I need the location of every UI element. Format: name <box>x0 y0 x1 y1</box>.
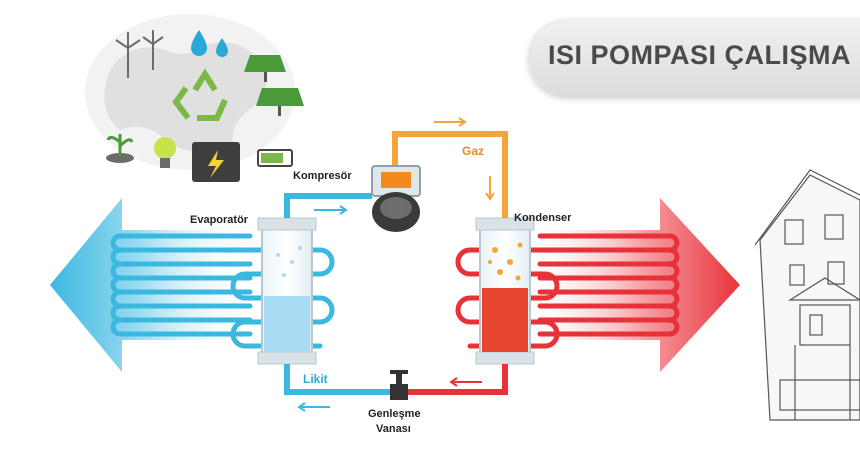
condenser-label: Kondenser <box>514 212 572 224</box>
condenser-vessel <box>475 217 535 365</box>
flow-arrow-icon <box>297 117 495 412</box>
water-drop-icon <box>191 30 228 57</box>
page-title: ISI POMPASI ÇALIŞMA <box>548 40 852 70</box>
solar-panel-icon <box>244 55 304 116</box>
title-banner <box>528 18 860 96</box>
compressor-icon <box>371 165 421 232</box>
battery-icon <box>192 142 293 182</box>
light-bulb-icon <box>154 137 176 168</box>
eco-illustration <box>85 14 304 182</box>
liquid-return-pipe <box>284 364 392 395</box>
liquid-pipe <box>406 364 508 395</box>
condenser-coil <box>537 233 680 337</box>
wind-turbine-icon <box>115 30 164 78</box>
discharge-pipe <box>392 131 508 218</box>
house-sketch-icon <box>754 169 860 421</box>
suction-pipe <box>284 193 372 218</box>
cold-arrow-icon <box>50 198 255 372</box>
expansion-valve-icon <box>390 370 408 400</box>
evaporator-vessel <box>257 217 317 365</box>
gas-label: Gaz <box>462 144 485 158</box>
recycle-icon <box>172 68 228 121</box>
plant-icon <box>106 134 134 163</box>
continents-icon <box>104 42 267 154</box>
expansion-valve-label-line2: Vanası <box>376 423 411 435</box>
hot-arrow-icon <box>520 198 740 372</box>
liquid-label: Likit <box>303 372 328 386</box>
evaporator-coil <box>110 233 253 337</box>
compressor-label: Kompresör <box>293 170 352 182</box>
expansion-valve-label-line1: Genleşme <box>368 408 421 420</box>
evaporator-label: Evaporatör <box>190 214 249 226</box>
